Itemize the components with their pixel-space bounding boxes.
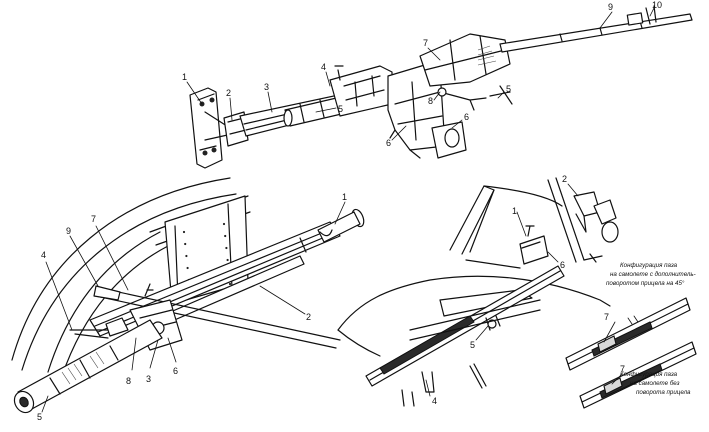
caption-with-turn-line3: поворотом прицела на 45° (606, 280, 685, 287)
slot-with-turn-callout-7: 7 (604, 312, 609, 322)
rivet (225, 246, 228, 250)
callout-right-5: 5 (470, 340, 475, 350)
callout-left-2: 2 (306, 312, 311, 322)
caption-with-turn-line2: на самолете с дополнитель- (610, 271, 696, 278)
rivet (182, 230, 186, 234)
callout-top-8: 8 (428, 96, 433, 106)
callout-top-6a: 6 (386, 138, 391, 148)
bottom-left-drawing (11, 177, 365, 414)
callout-left-4: 4 (41, 250, 46, 260)
caption-without-turn-line2: на самолете без (630, 380, 680, 387)
rivet (184, 242, 187, 246)
callout-top-6b: 6 (464, 112, 469, 122)
callout-top-5b: 5 (506, 84, 511, 94)
top-assembly-drawing (189, 5, 693, 169)
slot-without-turn-callout-7: 7 (620, 364, 625, 374)
callout-left-5: 5 (37, 412, 42, 422)
caption-with-turn-line1: Конфигурация паза (620, 262, 678, 269)
rivet (185, 254, 188, 258)
callout-left-3: 3 (146, 374, 151, 384)
callout-right-2: 2 (562, 174, 567, 184)
callout-right-4: 4 (432, 396, 437, 406)
callout-left-9: 9 (66, 226, 71, 236)
callout-right-1: 1 (512, 206, 517, 216)
callout-top-10: 10 (652, 0, 662, 10)
slot-detail-with-turn: 7 (565, 297, 691, 371)
callout-top-9: 9 (608, 2, 613, 12)
callout-right-6: 6 (560, 260, 565, 270)
slot-detail-without-turn: 7 (579, 341, 697, 409)
bottom-right-drawing (337, 177, 619, 407)
rivet (228, 282, 232, 286)
callout-top-4: 4 (321, 62, 326, 72)
rivet (226, 258, 229, 262)
rivet (222, 222, 226, 226)
caption-without-turn-line1: Конфигурация паза (620, 371, 678, 378)
callout-top-5: 5 (338, 104, 343, 114)
callout-left-1: 1 (342, 192, 347, 202)
callout-top-2: 2 (226, 88, 231, 98)
caption-slot-without-turn: Конфигурация паза на самолете без поворо… (620, 371, 691, 396)
rivet (224, 234, 227, 238)
callout-top-7: 7 (423, 38, 428, 48)
callout-left-6: 6 (173, 366, 178, 376)
callout-left-7: 7 (91, 214, 96, 224)
bottom-right-callouts: 2 5 4 1 6 (425, 174, 579, 406)
top-callouts: 1 2 3 4 5 6 6 7 8 9 10 5 (182, 0, 662, 148)
bottom-left-callouts: 1 2 3 4 5 6 7 8 9 (37, 192, 347, 422)
callout-top-1: 1 (182, 72, 187, 82)
caption-without-turn-line3: поворота прицела (636, 389, 691, 396)
rivet (186, 266, 189, 270)
callout-top-3: 3 (264, 82, 269, 92)
caption-slot-with-turn: Конфигурация паза на самолете с дополнит… (606, 262, 696, 287)
callout-left-8: 8 (126, 376, 131, 386)
